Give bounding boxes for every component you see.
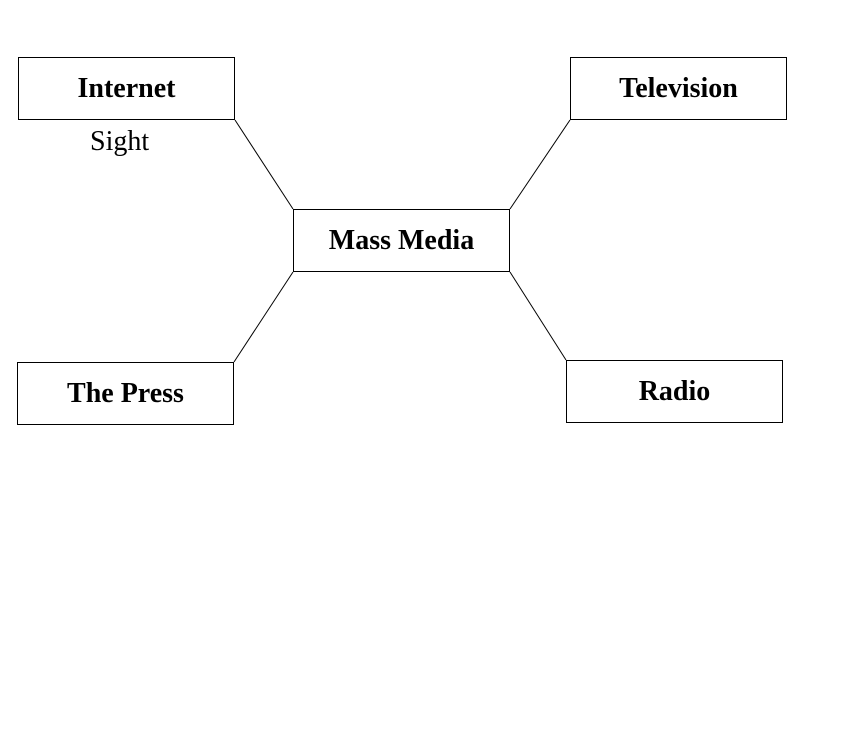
connector-internet [234,119,294,210]
node-television-label: Television [619,72,738,104]
connector-the-press [233,271,294,363]
node-the-press-label: The Press [67,377,184,409]
node-radio-label: Radio [638,375,711,407]
node-mass-media-label: Mass Media [328,224,475,256]
node-internet: Internet [18,57,235,120]
connector-television [509,119,571,210]
node-radio: Radio [566,360,783,423]
node-the-press: The Press [17,362,234,425]
internet-annotation: Sight [90,126,150,157]
node-internet-label: Internet [77,72,176,104]
connector-radio [509,271,567,361]
node-television: Television [570,57,787,120]
node-mass-media: Mass Media [293,209,510,272]
